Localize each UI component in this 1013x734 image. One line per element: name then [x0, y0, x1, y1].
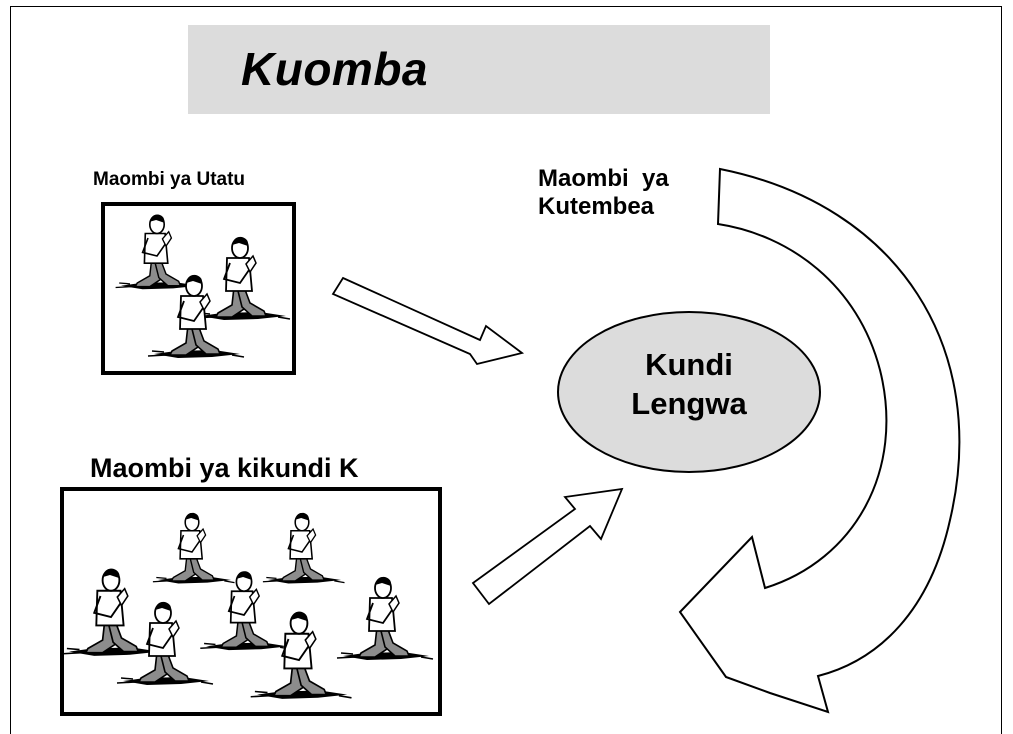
triad-people	[114, 213, 291, 359]
walking-prayer-label-line2: Kutembea	[538, 192, 655, 220]
praying-person-icon	[199, 570, 293, 652]
slide-frame	[10, 6, 1002, 734]
triad-prayer-label: Maombi ya Utatu	[93, 169, 246, 190]
walking-prayer-label-line1: Maombi ya	[538, 165, 669, 192]
group-prayer-label: Maombi ya kikundi K	[90, 453, 359, 483]
page-title: Kuomba	[241, 43, 428, 95]
praying-person-icon	[262, 512, 346, 585]
title-banner	[188, 25, 770, 114]
group-arrow-icon	[471, 487, 624, 606]
target-group-label: Kundi Lengwa	[560, 346, 818, 424]
triad-prayer-picture-frame	[101, 202, 296, 375]
praying-person-icon	[193, 235, 291, 321]
target-group-label-line1: Kundi	[645, 347, 733, 382]
triad-arrow-icon	[331, 276, 525, 366]
target-group-label-line2: Lengwa	[631, 385, 747, 421]
praying-person-icon	[249, 610, 353, 700]
walking-prayer-label: Maombi ya Kutembea	[538, 165, 669, 220]
walking-prayer-curved-arrow-icon	[678, 167, 961, 714]
target-group-ellipse	[557, 311, 821, 473]
group-people	[61, 512, 434, 700]
praying-person-icon	[152, 512, 236, 585]
praying-person-icon	[336, 576, 434, 661]
